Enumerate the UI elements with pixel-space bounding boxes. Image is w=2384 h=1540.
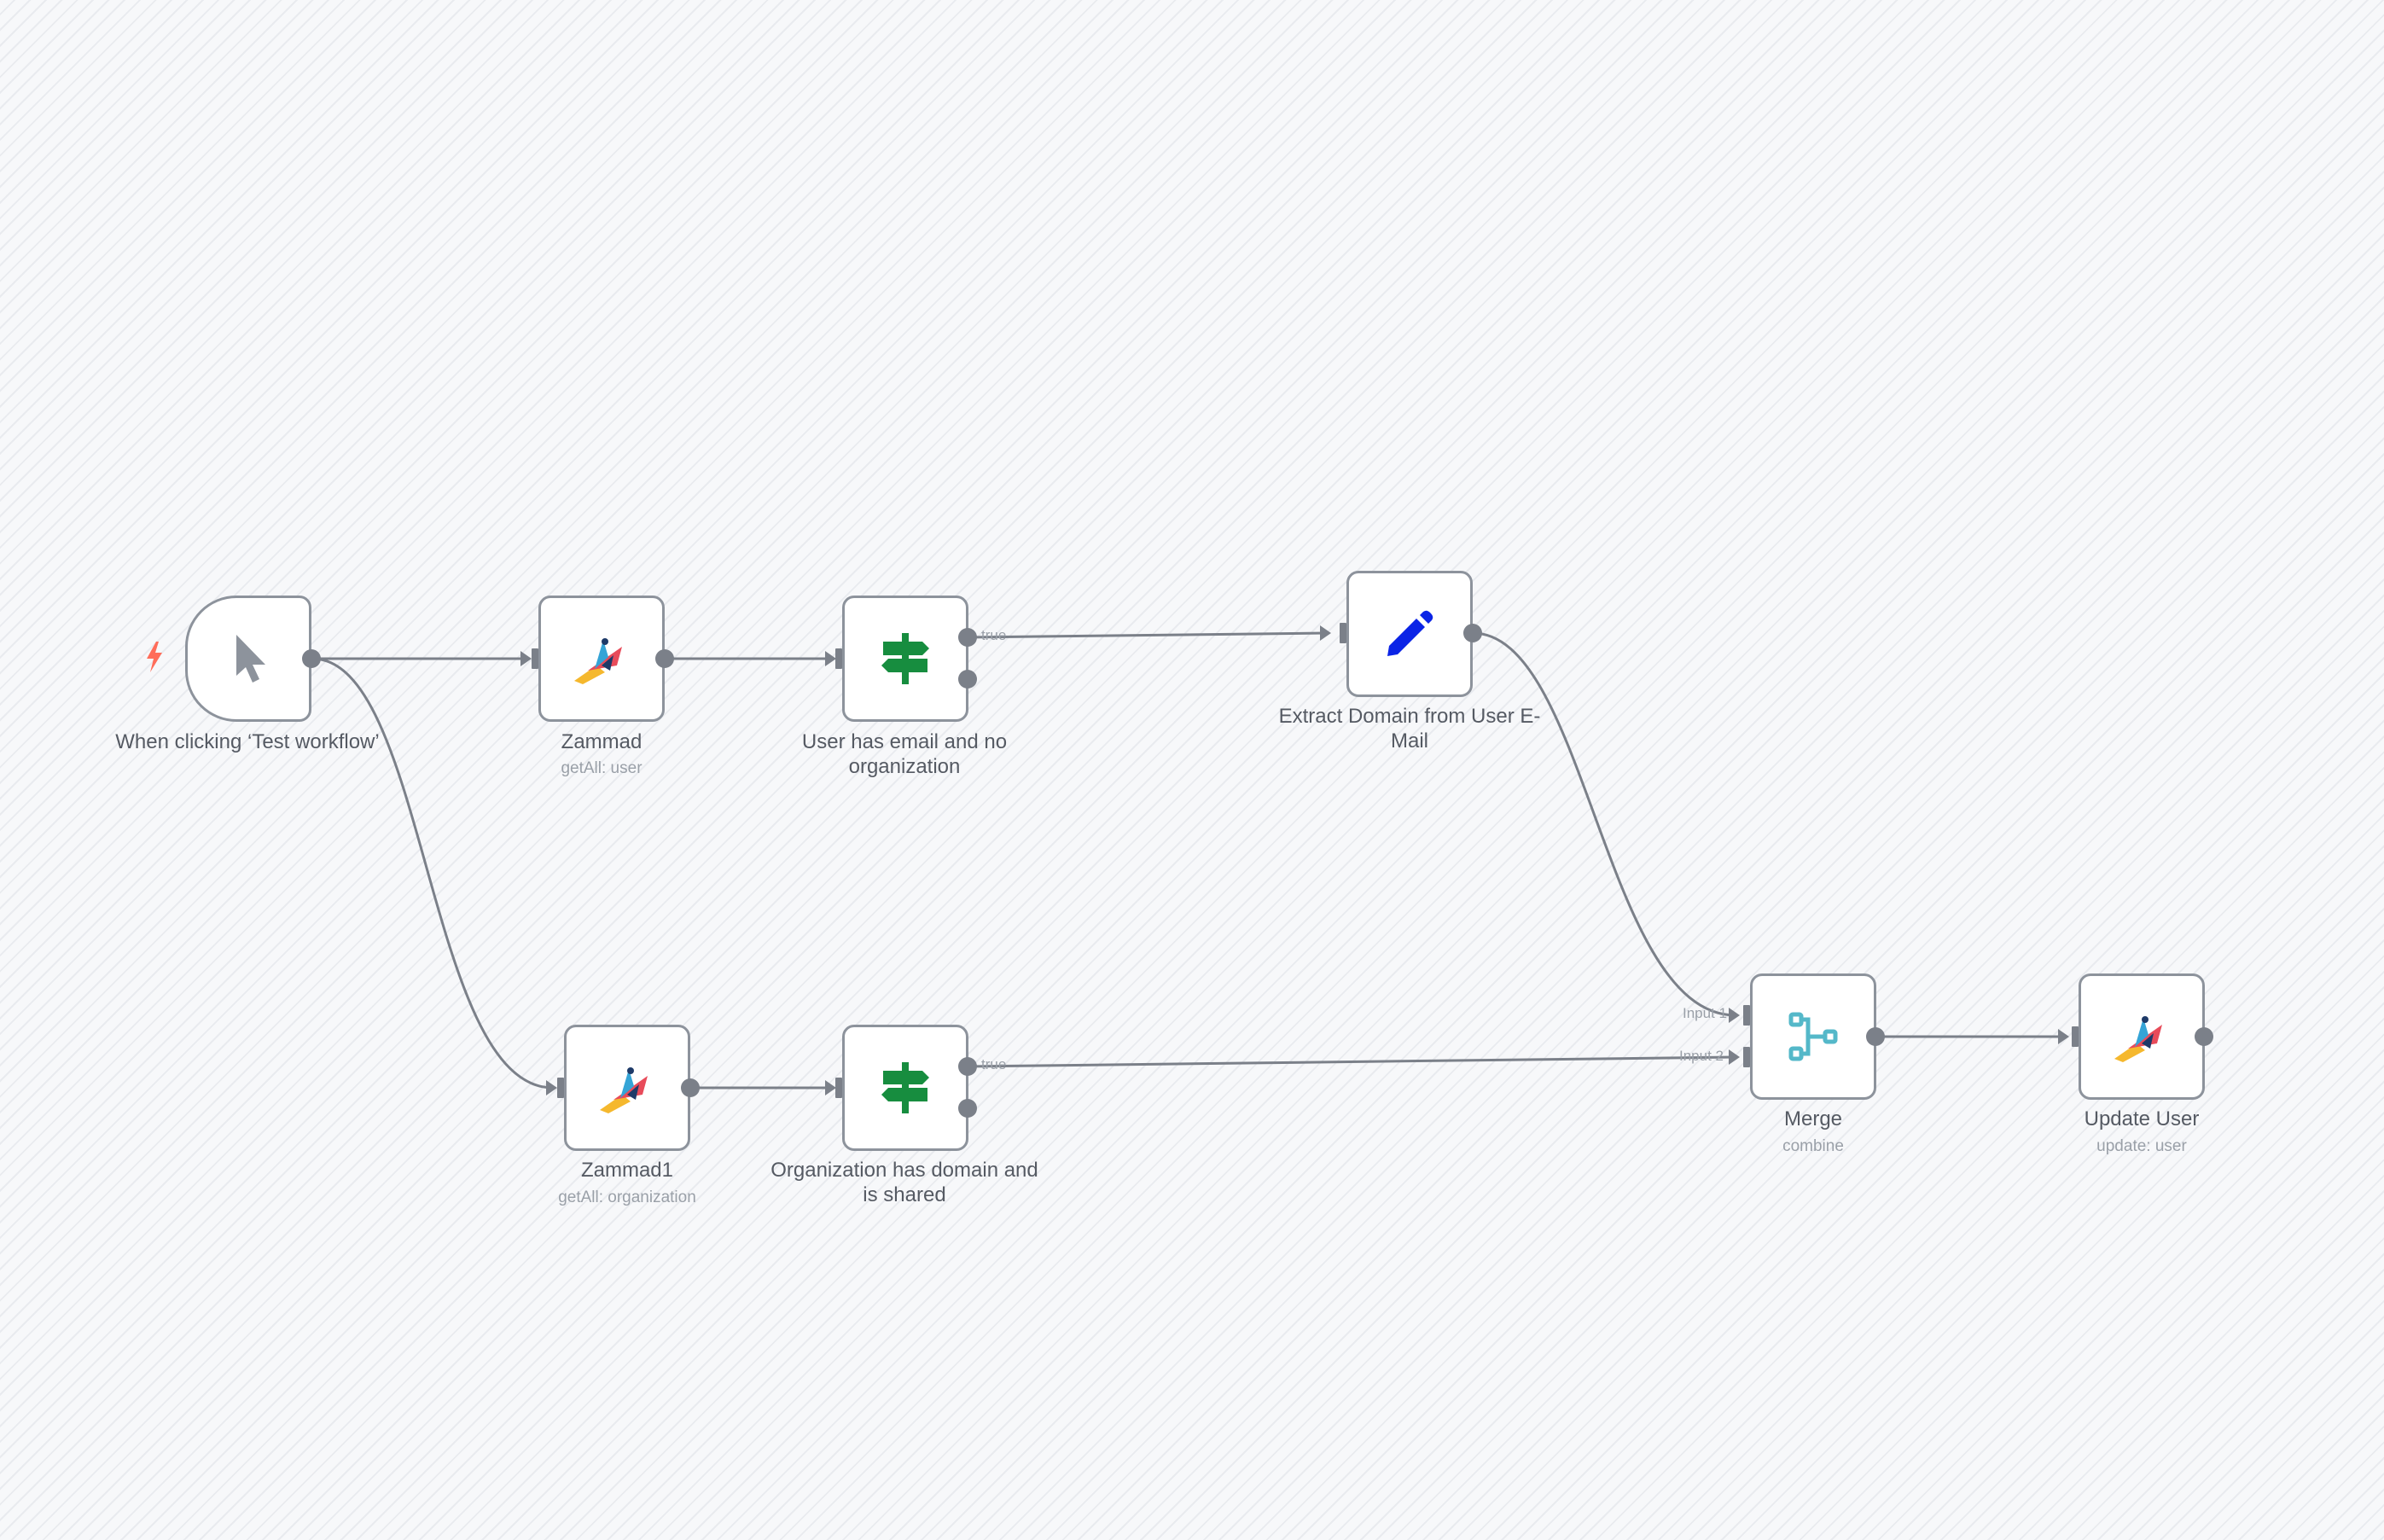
zammad-input-port[interactable] [532, 648, 538, 669]
extract-output-handle[interactable] [1463, 624, 1482, 642]
node-label-if-user: User has email and no organization [801, 730, 1008, 778]
node-label-update: Update User [2084, 1107, 2200, 1130]
connection-trigger-zammad1 [311, 657, 554, 1090]
arrowhead [546, 1080, 557, 1095]
merge-input2-port[interactable] [1743, 1047, 1750, 1067]
node-label-trigger: When clicking ‘Test workflow’ [115, 730, 380, 753]
arrowhead [1729, 1049, 1740, 1065]
update-input-port[interactable] [2072, 1026, 2079, 1047]
zammad1-input-port[interactable] [557, 1078, 564, 1098]
node-label-zammad: Zammad [561, 730, 643, 753]
if-user-input-port[interactable] [835, 648, 842, 669]
cursor-pointer-icon [236, 635, 265, 683]
arrowhead [520, 651, 532, 666]
connection-if-user-extract [967, 631, 1328, 639]
node-update-user[interactable] [2079, 973, 2205, 1100]
node-manual-trigger[interactable] [185, 596, 311, 722]
arrowhead [825, 651, 836, 666]
zammad-icon [600, 1067, 648, 1113]
signpost-icon [881, 1062, 929, 1113]
edge-label-true-top: true [981, 627, 1007, 643]
merge-output-handle[interactable] [1866, 1027, 1885, 1046]
node-zammad[interactable] [538, 596, 665, 722]
node-label-merge: Merge [1783, 1107, 1843, 1130]
node-zammad1[interactable] [564, 1025, 690, 1151]
node-subtitle-merge: combine [1782, 1137, 1844, 1155]
node-subtitle-zammad: getAll: user [561, 759, 643, 777]
arrowhead [1320, 625, 1331, 641]
node-label-extract: Extract Domain from User E-Mail [1278, 705, 1541, 753]
node-label-if-org: Organization has domain and is shared [770, 1159, 1038, 1206]
node-if-organization-shared[interactable] [842, 1025, 968, 1151]
update-output-handle[interactable] [2195, 1027, 2213, 1046]
pencil-icon [1387, 610, 1433, 656]
merge-icon [1788, 1012, 1838, 1061]
zammad1-output-handle[interactable] [681, 1078, 700, 1097]
connection-if-org-merge [967, 1055, 1736, 1068]
node-label-zammad1: Zammad1 [580, 1159, 674, 1182]
node-subtitle-zammad1: getAll: organization [558, 1188, 696, 1206]
if-user-false-handle[interactable] [958, 670, 977, 689]
connection-extract-merge [1472, 631, 1736, 1017]
arrowhead [1729, 1008, 1740, 1023]
node-subtitle-update: update: user [2096, 1137, 2187, 1155]
arrowhead [825, 1080, 836, 1095]
merge-input1-label: Input 1 [1683, 1005, 1727, 1021]
arrowhead [2058, 1029, 2069, 1044]
node-extract-domain[interactable] [1346, 571, 1473, 697]
zammad-icon [574, 638, 622, 684]
if-org-input-port[interactable] [835, 1078, 842, 1098]
if-user-true-handle[interactable] [958, 628, 977, 647]
if-org-false-handle[interactable] [958, 1099, 977, 1118]
if-org-true-handle[interactable] [958, 1057, 977, 1076]
node-merge[interactable] [1750, 973, 1876, 1100]
merge-input2-label: Input 2 [1679, 1048, 1724, 1064]
extract-input-port[interactable] [1340, 623, 1346, 643]
signpost-icon [881, 633, 929, 684]
zammad-output-handle[interactable] [655, 649, 674, 668]
trigger-output-handle[interactable] [302, 649, 321, 668]
merge-input1-port[interactable] [1743, 1005, 1750, 1026]
zammad-icon [2114, 1016, 2162, 1062]
trigger-bolt-icon [145, 642, 164, 677]
edge-label-true-bottom: true [981, 1056, 1007, 1072]
node-if-user-has-email[interactable] [842, 596, 968, 722]
